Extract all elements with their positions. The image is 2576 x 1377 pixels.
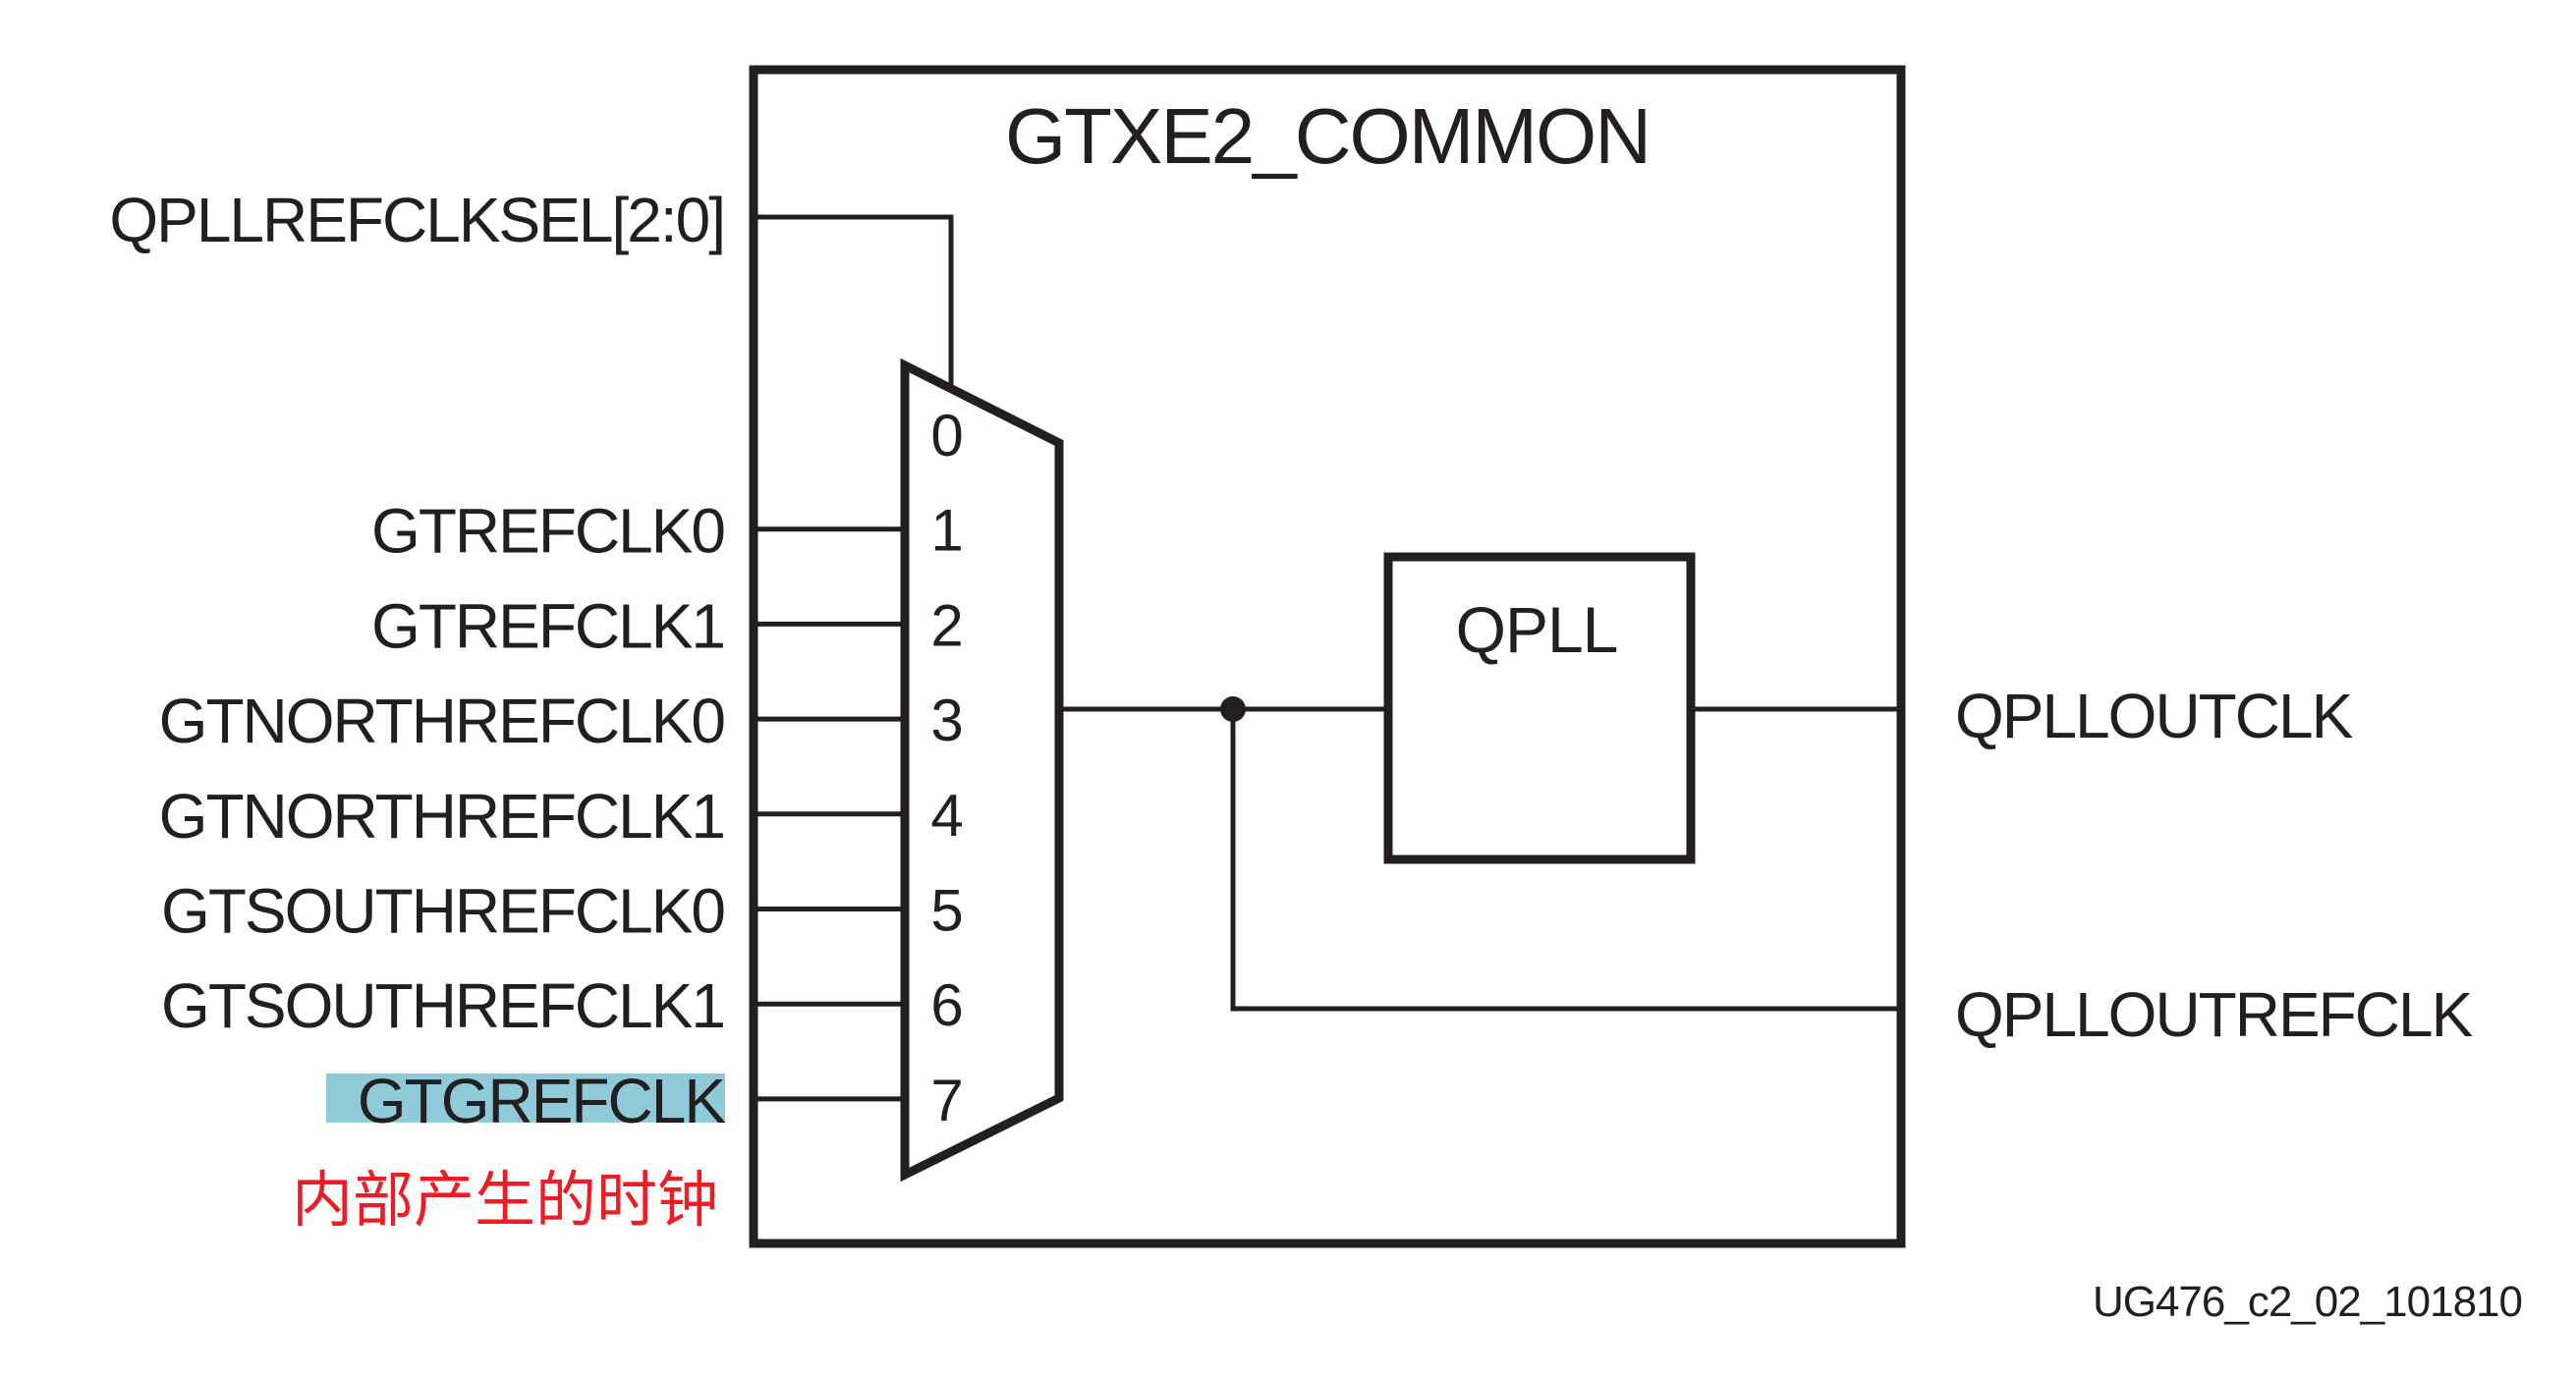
signal-highlight (326, 1073, 725, 1123)
mux-input-index: 7 (930, 1068, 963, 1133)
mux-input-index: 4 (930, 783, 963, 849)
mux-input-index: 1 (930, 498, 963, 564)
mux-input-index: 5 (930, 878, 963, 944)
input-signal-label: GTSOUTHREFCLK0 (161, 876, 724, 947)
mux-input-row: GTNORTHREFCLK1 4 (159, 781, 964, 852)
input-signal-label: GTREFCLK1 (371, 590, 724, 661)
mux-input-index: 0 (930, 403, 963, 468)
block-title: GTXE2_COMMON (1005, 92, 1650, 180)
mux-input-row: GTSOUTHREFCLK0 5 (161, 876, 964, 947)
mux-input-index: 6 (930, 972, 963, 1038)
gtxe2-common-block (749, 65, 1906, 1248)
input-signal-label: GTREFCLK0 (371, 496, 724, 567)
mux-input-row: GTNORTHREFCLK0 3 (159, 686, 964, 756)
mux-input-row: GTSOUTHREFCLK1 6 (161, 970, 964, 1041)
mux-input-index: 3 (930, 688, 963, 753)
output-label-qplloutclk: QPLLOUTCLK (1955, 681, 2353, 751)
select-input-label: QPLLREFCLKSEL[2:0] (109, 185, 724, 255)
refclk-bypass-wire (1230, 709, 1897, 1012)
qpll-label: QPLL (1456, 593, 1618, 666)
annotation-internal-clock: 内部产生的时钟 (292, 1164, 718, 1236)
output-label-qplloutrefclk: QPLLOUTREFCLK (1955, 979, 2473, 1050)
mux-input-row: 0 (930, 403, 963, 468)
input-signal-label: GTNORTHREFCLK1 (159, 781, 724, 852)
mux-input-row: GTREFCLK1 2 (371, 590, 964, 661)
multiplexer (900, 358, 1064, 1183)
input-signal-label: GTSOUTHREFCLK1 (161, 970, 724, 1041)
input-signal-label: GTGREFCLK (358, 1066, 725, 1136)
select-wire (757, 214, 954, 387)
mux-input-index: 2 (930, 592, 963, 658)
input-signal-label: GTNORTHREFCLK0 (159, 686, 725, 756)
mux-input-row: GTGREFCLK 7 (326, 1066, 964, 1136)
mux-input-row: GTREFCLK0 1 (371, 496, 964, 567)
figure-caption: UG476_c2_02_101810 (2093, 1278, 2522, 1326)
